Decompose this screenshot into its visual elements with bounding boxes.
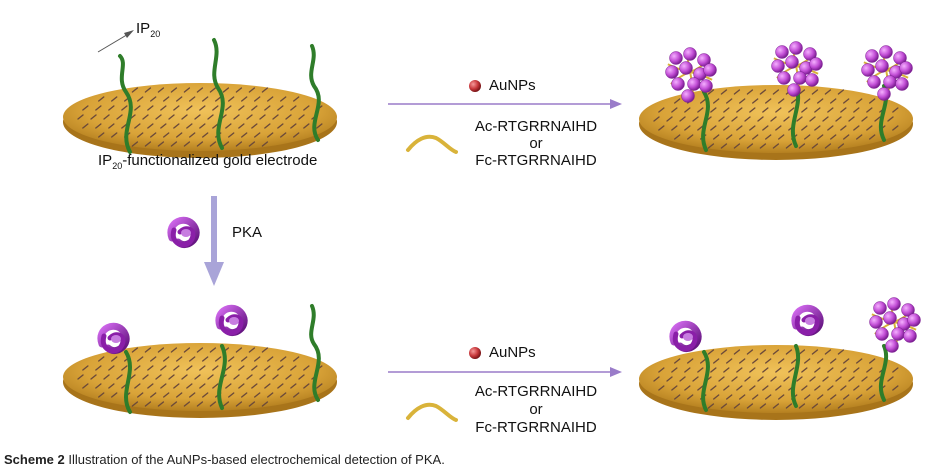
aunp-sphere [803, 47, 817, 61]
aunp-sphere [873, 301, 887, 315]
aunp-sphere [697, 53, 711, 67]
caption-label: Scheme 2 [4, 452, 65, 467]
electrode-bottom-left [63, 304, 337, 418]
electrode-bottom-right [639, 297, 921, 420]
pka-protein-icon [167, 216, 200, 249]
bottom-or-label: or [529, 401, 543, 418]
pka-bound [215, 304, 248, 337]
aunp-sphere [865, 49, 879, 63]
aunp-sphere [785, 55, 799, 69]
aunp-sphere [775, 45, 789, 59]
pka-bound [669, 320, 702, 353]
aunp-sphere [867, 75, 881, 89]
ip20-strand [212, 38, 225, 150]
aunp-cluster [861, 45, 913, 101]
bottom-aunps-label: AuNPs [489, 344, 536, 361]
electrode-top-left [63, 38, 337, 158]
aunp-sphere [789, 41, 803, 55]
aunp-sphere [777, 71, 791, 85]
aunp-sphere [665, 65, 679, 79]
electrode-label: IP20-functionalized gold electrode [98, 152, 318, 171]
aunp-sphere [891, 327, 905, 341]
top-aunps-label: AuNPs [489, 77, 536, 94]
pka-bound [791, 304, 824, 337]
aunp-sphere [793, 71, 807, 85]
aunp-sphere [681, 89, 695, 103]
aunp-sphere [703, 63, 717, 77]
figure-caption: Scheme 2 Illustration of the AuNPs-based… [4, 452, 445, 467]
bottom-fc-peptide-label: Fc-RTGRRNAIHD [475, 419, 597, 436]
aunp-sphere [901, 303, 915, 317]
aunp-cluster [869, 297, 921, 353]
aunp-sphere [699, 79, 713, 93]
aunp-sphere [669, 51, 683, 65]
arrow-top-horizontal [388, 99, 622, 109]
ip20-pointer-arrow [97, 30, 134, 53]
arrow-down-vertical [204, 196, 224, 286]
aunp-sphere [887, 297, 901, 311]
aunp-sphere [861, 63, 875, 77]
caption-text: Illustration of the AuNPs-based electroc… [68, 452, 445, 467]
bottom-ac-peptide-label: Ac-RTGRRNAIHD [474, 383, 598, 400]
aunp-sphere [907, 313, 921, 327]
aunp-sphere [903, 329, 917, 343]
arrow-bottom-horizontal [388, 367, 622, 377]
aunp-sphere [879, 45, 893, 59]
aunp-sphere [877, 87, 891, 101]
aunp-sphere [899, 61, 913, 75]
top-fc-peptide-label: Fc-RTGRRNAIHD [475, 152, 597, 169]
peptide-icon [406, 402, 458, 422]
aunp-sphere [787, 83, 801, 97]
aunp-sphere [671, 77, 685, 91]
top-or-label: or [529, 135, 543, 152]
aunp-sphere [875, 59, 889, 73]
aunp-sphere [869, 315, 883, 329]
aunp-sphere [809, 57, 823, 71]
surface-marks [77, 347, 323, 407]
surface-marks [77, 87, 323, 147]
aunp-sphere [883, 75, 897, 89]
ip20-strand [118, 54, 133, 154]
aunp-legend-icon [469, 80, 481, 92]
electrode-top-right [639, 41, 913, 160]
pka-bound [97, 322, 130, 355]
aunp-sphere [687, 77, 701, 91]
ip20-strand [309, 44, 321, 142]
aunp-sphere [683, 47, 697, 61]
aunp-sphere [805, 73, 819, 87]
surface-marks [653, 89, 899, 149]
ip20-pointer-label: IP20 [136, 20, 161, 39]
peptide-icon [406, 134, 458, 154]
aunp-sphere [875, 327, 889, 341]
aunp-sphere [895, 77, 909, 91]
aunp-cluster [665, 47, 717, 103]
top-ac-peptide-label: Ac-RTGRRNAIHD [474, 118, 598, 135]
aunp-legend-icon [469, 347, 481, 359]
aunp-sphere [679, 61, 693, 75]
aunp-sphere [885, 339, 899, 353]
aunp-sphere [771, 59, 785, 73]
pka-label: PKA [232, 224, 263, 241]
aunp-sphere [883, 311, 897, 325]
aunp-sphere [893, 51, 907, 65]
aunp-cluster [771, 41, 823, 97]
